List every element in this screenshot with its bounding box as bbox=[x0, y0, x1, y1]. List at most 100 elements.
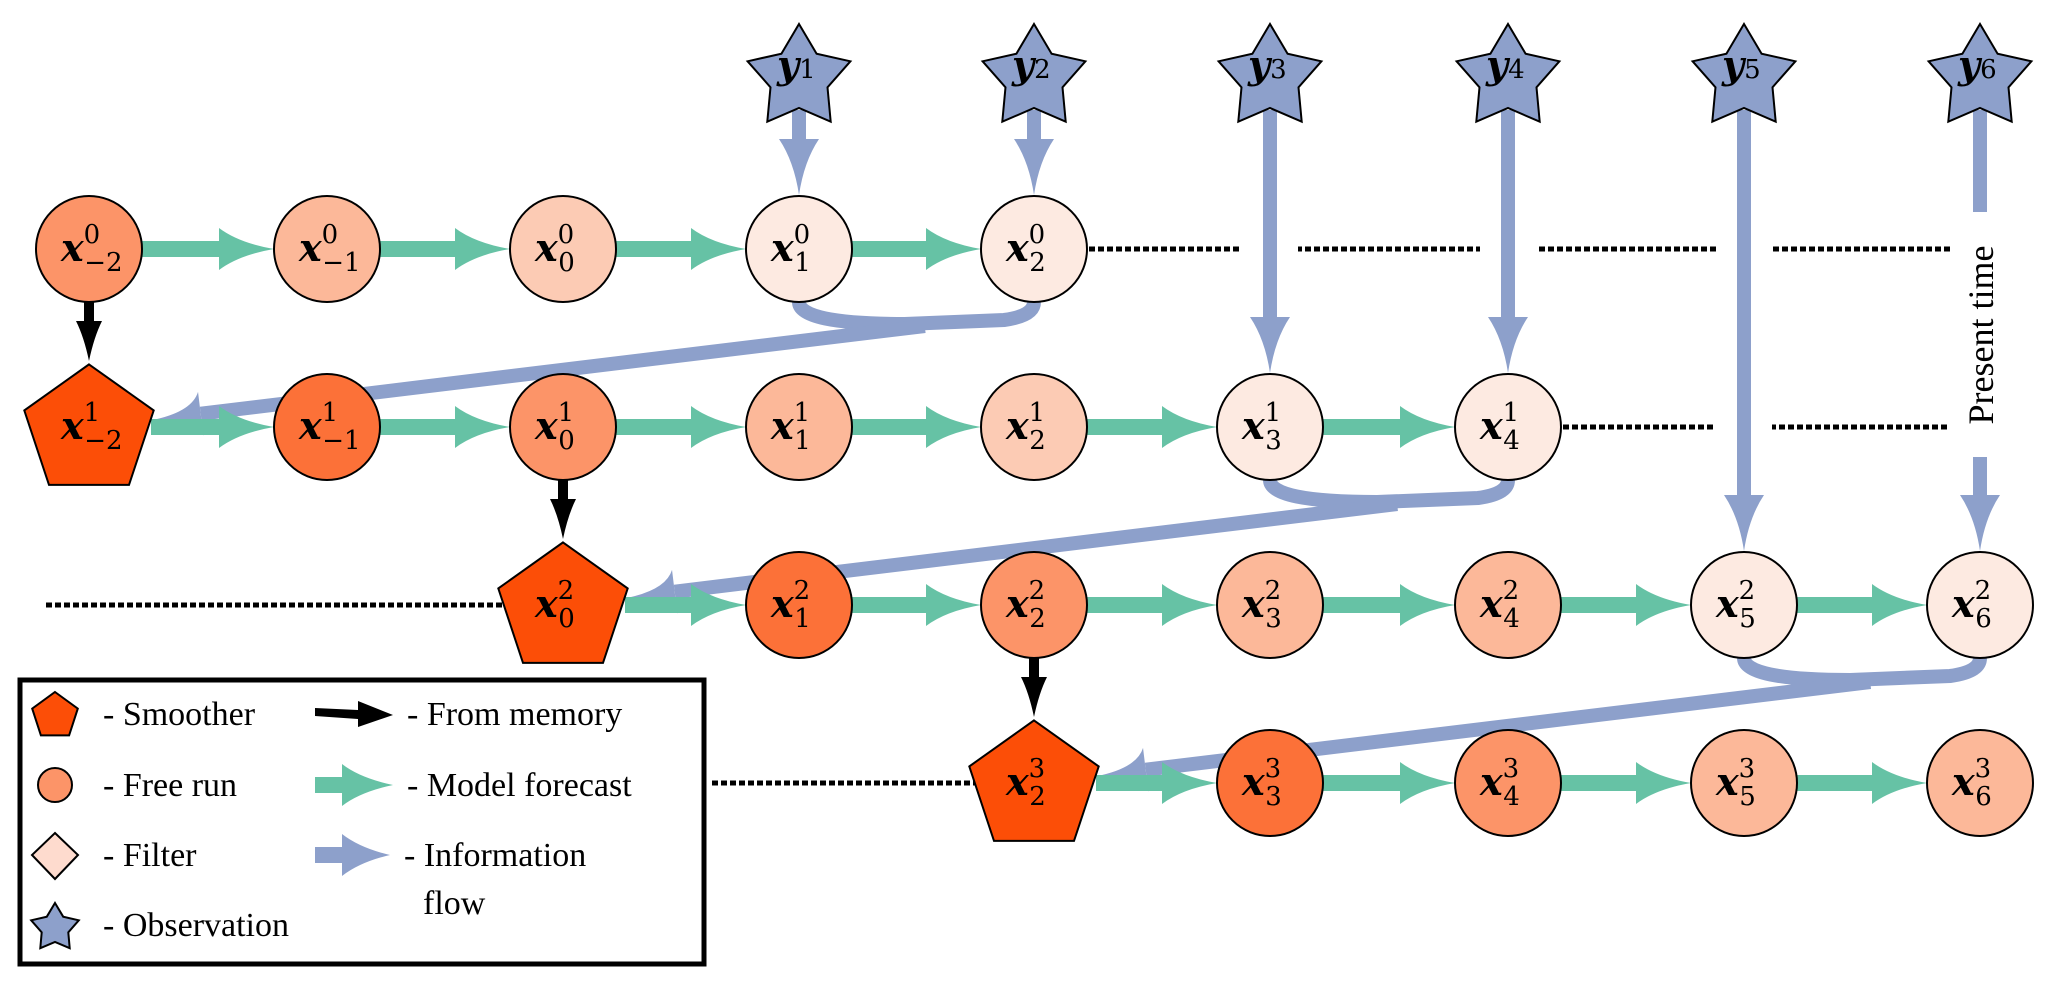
model-forecast-arrow bbox=[852, 406, 981, 448]
diamond-icon bbox=[30, 831, 80, 881]
pentagon-shape bbox=[968, 719, 1100, 842]
circle-shape bbox=[273, 195, 381, 303]
observation-arrow bbox=[1488, 110, 1528, 373]
model-forecast-arrow bbox=[1561, 762, 1691, 804]
star-shape bbox=[1454, 22, 1562, 124]
circle-shape bbox=[1454, 729, 1562, 837]
circle-icon bbox=[37, 767, 73, 803]
circle-shape bbox=[745, 551, 853, 659]
pentagon-shape bbox=[23, 363, 155, 486]
present-time-marker: Present time bbox=[1958, 212, 2002, 457]
model-forecast-arrow bbox=[1087, 406, 1217, 448]
star-shape bbox=[745, 22, 853, 124]
observation-node: y1 bbox=[745, 22, 853, 124]
circle-shape bbox=[1690, 729, 1798, 837]
model-forecast-arrow bbox=[616, 228, 746, 270]
model-forecast-arrow bbox=[1323, 406, 1455, 448]
observation-label: y1 bbox=[776, 42, 816, 87]
legend-label-information-flow: - Information bbox=[404, 837, 586, 874]
pentagon-shape bbox=[497, 541, 629, 664]
legend-label-free-run: - Free run bbox=[103, 767, 237, 804]
model-forecast-arrow bbox=[1561, 584, 1691, 626]
legend-item-model-forecast: - Model forecast bbox=[315, 764, 632, 806]
observation-node: y4 bbox=[1454, 22, 1562, 124]
model-forecast-arrow bbox=[142, 228, 274, 270]
legend-item-observation: - Observation bbox=[29, 901, 289, 950]
observation-arrow bbox=[1250, 110, 1290, 373]
model-forecast-arrow bbox=[1797, 762, 1927, 804]
observation-label: y6 bbox=[1957, 42, 1997, 87]
star-shape bbox=[980, 22, 1088, 124]
circle-shape bbox=[980, 551, 1088, 659]
model-forecast-arrow bbox=[625, 584, 746, 626]
observation-arrow bbox=[1724, 110, 1764, 551]
legend: - Smoother - Free run - Filter - Observa… bbox=[17, 677, 707, 967]
circle-shape bbox=[1216, 729, 1324, 837]
model-forecast-arrow bbox=[380, 228, 510, 270]
node-label: x1−2 bbox=[60, 398, 123, 456]
circle-shape bbox=[1690, 551, 1798, 659]
from-memory-arrows bbox=[76, 302, 1047, 717]
circle-shape bbox=[509, 373, 617, 481]
observation-node: y2 bbox=[980, 22, 1088, 124]
model-forecast-arrow bbox=[151, 406, 274, 448]
model-forecast-arrow bbox=[1323, 584, 1455, 626]
green-arrow-icon bbox=[315, 764, 393, 806]
circle-shape bbox=[273, 373, 381, 481]
from-memory-arrow bbox=[550, 480, 576, 539]
observation-node: y5 bbox=[1690, 22, 1798, 124]
circle-shape bbox=[980, 195, 1088, 303]
legend-label-filter: - Filter bbox=[103, 837, 197, 874]
circle-shape bbox=[1926, 729, 2034, 837]
observation-arrows bbox=[779, 110, 2000, 551]
pentagon-icon bbox=[31, 690, 79, 737]
free-run-node: x0−2 bbox=[35, 195, 143, 303]
free-run-node: x0−1 bbox=[273, 195, 381, 303]
free-run-node: x1−1 bbox=[273, 373, 381, 481]
star-shape bbox=[1216, 22, 1324, 124]
observation-node: y6 bbox=[1926, 22, 2034, 124]
model-forecast-arrow bbox=[852, 584, 981, 626]
model-forecast-arrows bbox=[142, 228, 1927, 804]
observation-stars: y1 y2 y3 y4 y5 y6 bbox=[745, 22, 2034, 124]
model-forecast-arrow bbox=[852, 228, 981, 270]
star-shape bbox=[1690, 22, 1798, 124]
observation-label: y5 bbox=[1721, 42, 1761, 87]
legend-label-information-flow-2: flow bbox=[423, 885, 486, 922]
node-label: x0−2 bbox=[60, 220, 123, 278]
observation-arrow bbox=[779, 110, 819, 195]
smoother-node: x1−2 bbox=[23, 363, 155, 486]
observation-label: y3 bbox=[1247, 42, 1287, 87]
model-forecast-arrow bbox=[616, 406, 746, 448]
legend-label-from-memory: - From memory bbox=[407, 696, 622, 733]
circle-shape bbox=[1216, 373, 1324, 481]
legend-label-smoother: - Smoother bbox=[103, 696, 256, 733]
legend-label-observation: - Observation bbox=[103, 907, 289, 944]
circle-shape bbox=[35, 195, 143, 303]
